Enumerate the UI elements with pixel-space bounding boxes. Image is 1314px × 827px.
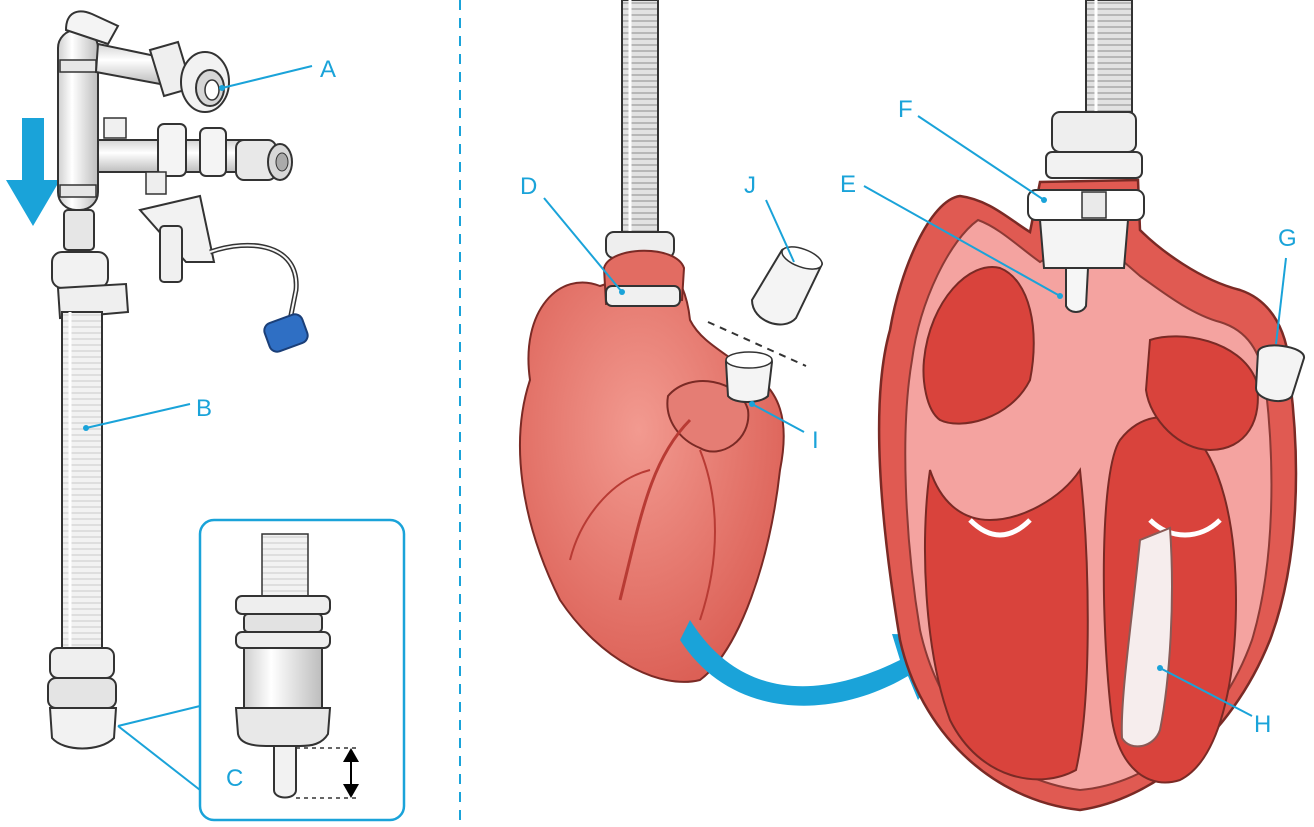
lower-branch [98,118,310,354]
heart-cross-section [879,0,1304,810]
blue-cap-icon [262,312,310,354]
label-c: C [226,765,243,792]
ribbed-tube-b [62,312,102,648]
label-j: J [744,172,756,199]
label-i: I [812,427,819,454]
down-arrow-icon [6,118,60,226]
label-d: D [520,173,537,200]
label-a: A [320,56,336,83]
tip-detail-inset [118,520,404,820]
label-f: F [898,96,913,123]
external-heart [520,0,825,682]
label-e: E [840,171,856,198]
label-b: B [196,395,212,422]
label-g: G [1278,225,1297,252]
upper-connector-a [96,42,229,112]
label-h: H [1254,711,1271,738]
